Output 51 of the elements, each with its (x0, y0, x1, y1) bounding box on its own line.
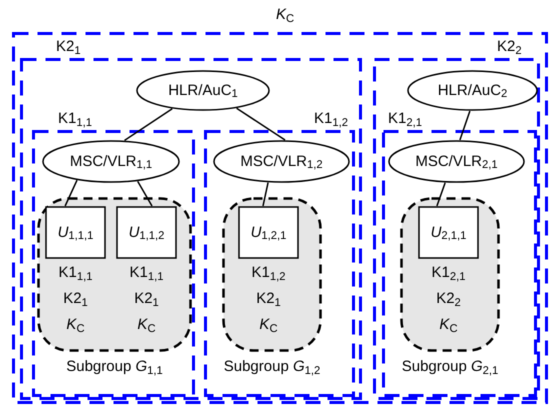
node-label: U$_{1,1,1}$ (58, 224, 94, 242)
key-label: K1$_{1,2}$ (252, 264, 286, 282)
node-label: MSC/VLR$_{1,2}$ (240, 152, 323, 170)
key-label: K$_{C}$ (137, 316, 156, 334)
ellipse-node (136, 70, 270, 111)
ellipse-node (213, 140, 350, 183)
subgroup-caption: Subgroup G$_{2,1}$ (402, 358, 498, 376)
key-label: K2$_{2}$ (436, 290, 461, 308)
group-label: K2$_{1}$ (56, 38, 81, 56)
connector-line (262, 182, 269, 206)
connector-line (459, 110, 471, 140)
key-label: K2$_{1}$ (63, 290, 88, 308)
dashed-group-box (20, 38, 362, 400)
dashed-group-box (12, 8, 548, 404)
node-label: U$_{1,1,2}$ (128, 224, 164, 242)
group-label: K2$_{2}$ (497, 38, 522, 56)
connector-line (436, 182, 446, 206)
key-label: K$_{C}$ (66, 316, 85, 334)
ellipse-node (407, 70, 538, 111)
unit-box (45, 206, 106, 259)
dashed-group-box (382, 110, 537, 397)
group-label: K1$_{1,1}$ (58, 110, 92, 128)
node-label: HLR/AuC$_{1}$ (168, 82, 238, 100)
group-label: K1$_{2,1}$ (388, 110, 422, 128)
key-label: K1$_{1,1}$ (58, 264, 92, 282)
key-label: K2$_{1}$ (256, 290, 281, 308)
subgroup-caption: Subgroup G$_{1,1}$ (66, 358, 163, 376)
node-label: U$_{1,2,1}$ (250, 224, 286, 242)
unit-box (238, 206, 299, 259)
group-label: K$_{C}$ (276, 6, 294, 24)
key-label: K$_{C}$ (259, 316, 278, 334)
key-label: K1$_{2,1}$ (432, 264, 466, 282)
node-label: MSC/VLR$_{2,1}$ (415, 152, 498, 170)
dashed-group-box (204, 110, 355, 397)
node-label: MSC/VLR$_{1,1}$ (70, 152, 152, 170)
ellipse-node (388, 140, 525, 183)
node-label: U$_{2,1,1}$ (430, 224, 466, 242)
group-label: K1$_{1,2}$ (314, 110, 348, 128)
dashed-group-box (373, 38, 540, 400)
subgroup-caption: Subgroup G$_{1,2}$ (224, 358, 320, 376)
dashed-group-box (32, 110, 195, 397)
connector-line (236, 108, 286, 141)
key-label: K1$_{1,1}$ (130, 264, 164, 282)
key-label: K2$_{1}$ (134, 290, 159, 308)
unit-box (116, 206, 177, 259)
key-label: K$_{C}$ (439, 316, 458, 334)
ellipse-node (42, 140, 180, 183)
connector-line (124, 108, 173, 142)
connector-line (64, 180, 78, 206)
node-label: HLR/AuC$_{2}$ (438, 82, 508, 100)
unit-box (418, 206, 479, 259)
